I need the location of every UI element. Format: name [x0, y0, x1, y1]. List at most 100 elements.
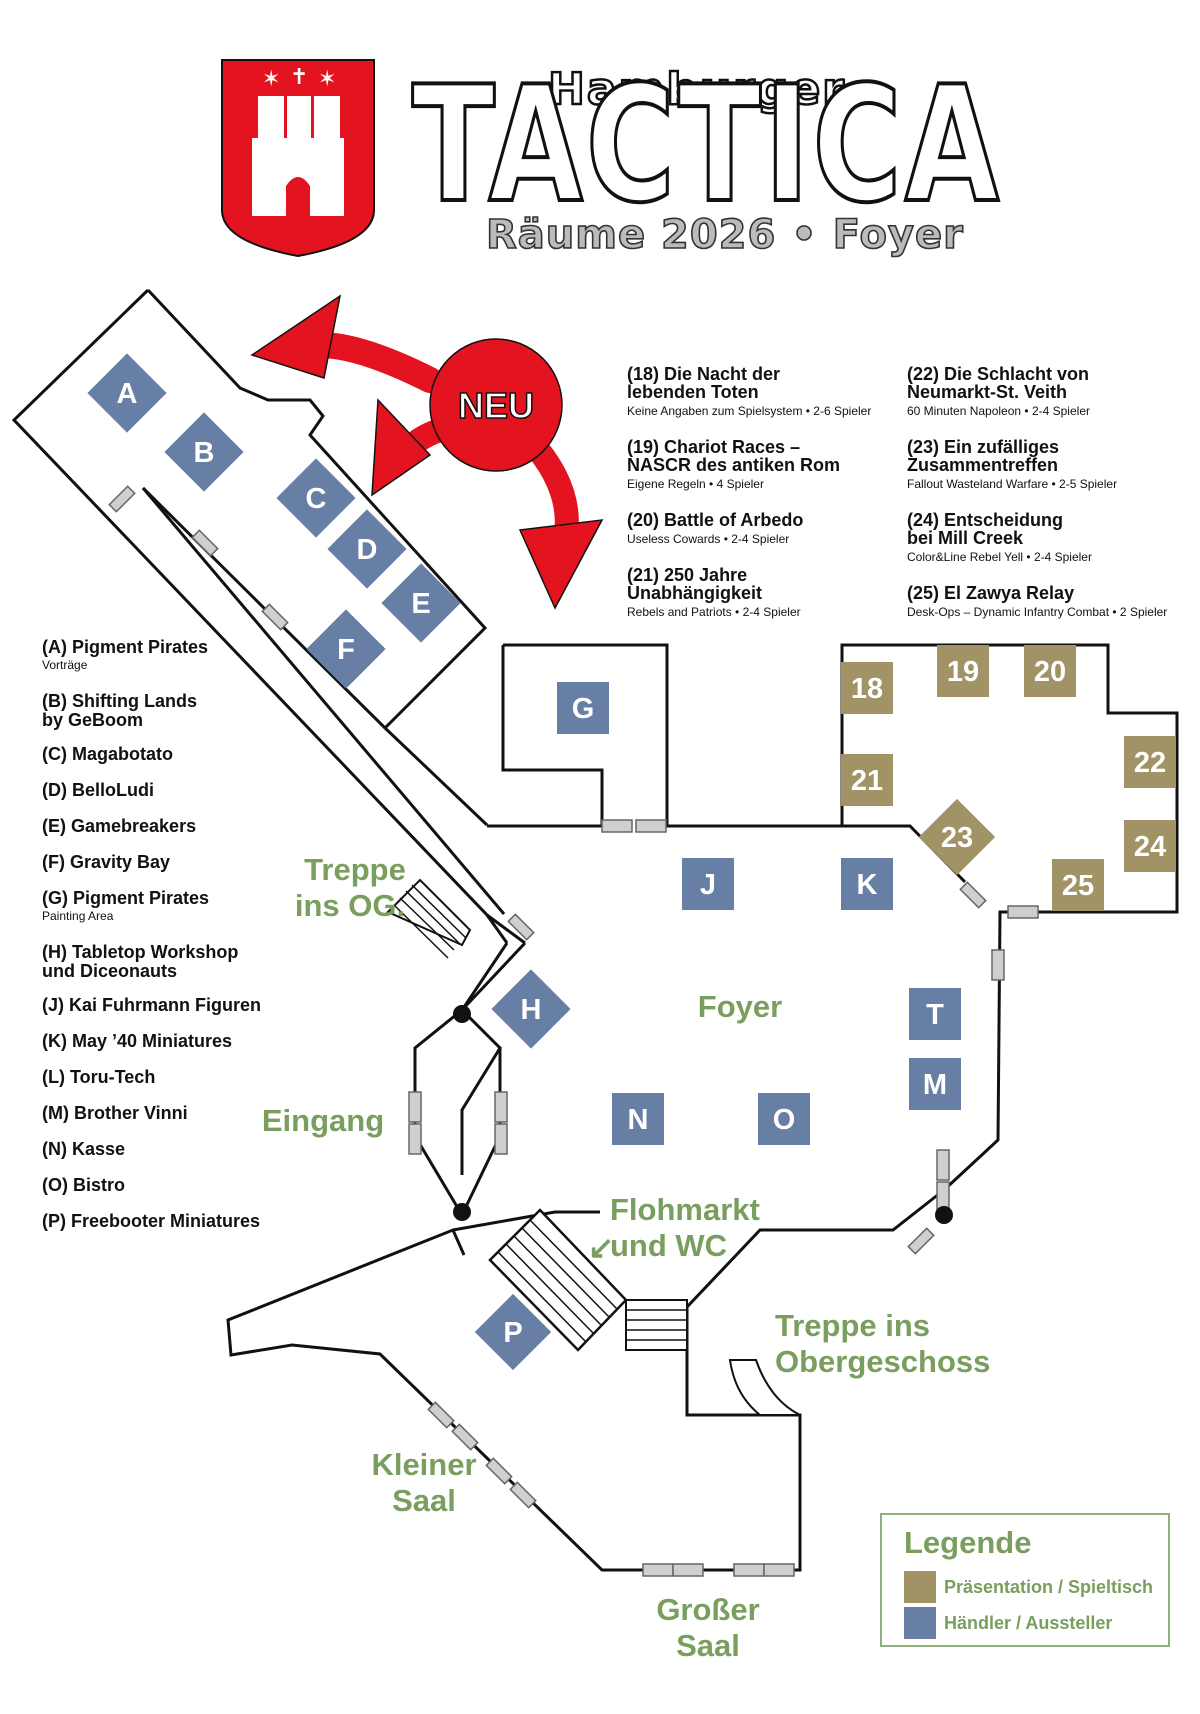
svg-text:A: A — [117, 378, 138, 410]
svg-text:D: D — [357, 534, 378, 566]
svg-text:B: B — [194, 437, 215, 469]
exhibitor-sub: Painting Area — [42, 909, 114, 923]
svg-text:✶: ✶ — [318, 67, 336, 92]
svg-text:E: E — [411, 588, 430, 620]
legend-title: Legende — [904, 1525, 1032, 1560]
dealer-tile-N: N — [612, 1093, 664, 1145]
exhibitor-label: (G) Pigment Pirates — [42, 888, 210, 908]
arrow-southwest-icon: ↙ — [588, 1230, 614, 1265]
svg-text:T: T — [926, 999, 944, 1031]
game-table-25: 25 — [1052, 859, 1104, 911]
exhibitor-item: (P) Freebooter Miniatures — [42, 1212, 322, 1238]
new-badge: NEU — [458, 385, 534, 426]
exhibitor-label: (B) Shifting Lands by GeBoom — [42, 691, 197, 730]
game-table-23: 23 — [918, 798, 996, 876]
exhibitor-label: (O) Bistro — [42, 1175, 125, 1195]
stairs-icon — [386, 878, 801, 1416]
exhibitor-label: (A) Pigment Pirates — [42, 637, 209, 657]
game-table-20: 20 — [1024, 645, 1076, 697]
svg-text:24: 24 — [1134, 831, 1166, 863]
exhibitor-label: (M) Brother Vinni — [42, 1103, 188, 1123]
exhibitor-item: (O) Bistro — [42, 1176, 322, 1202]
dealer-tile-D: D — [327, 509, 407, 589]
dealer-tile-M: M — [909, 1058, 961, 1110]
label-entrance: Eingang — [262, 1103, 384, 1138]
dealer-tile-H: H — [491, 969, 571, 1049]
hamburg-castle-crest-icon: ✶ ✶ ✝ — [221, 59, 375, 258]
exhibitor-item: (J) Kai Fuhrmann Figuren — [42, 996, 322, 1022]
svg-text:P: P — [503, 1317, 522, 1349]
game-table-22: 22 — [1124, 736, 1176, 788]
dealer-tile-K: K — [841, 858, 893, 910]
exhibitor-item: (L) Toru-Tech — [42, 1068, 322, 1094]
exhibitor-item: (B) Shifting Lands by GeBoom — [42, 692, 322, 735]
exhibitor-label: (E) Gamebreakers — [42, 816, 197, 836]
exhibitor-item: (C) Magabotato — [42, 745, 322, 771]
svg-text:22: 22 — [1134, 747, 1166, 779]
title-top: Hamburger — [548, 64, 846, 115]
game-entry-22: (22) Die Schlacht von Neumarkt-St. Veith… — [907, 364, 1090, 418]
exhibitor-label: (P) Freebooter Miniatures — [42, 1211, 261, 1231]
exhibitor-item: (F) Gravity Bay — [42, 853, 322, 879]
title-main: TACTICA — [412, 51, 1002, 238]
svg-text:21: 21 — [851, 765, 883, 797]
exhibitor-item: (K) May ’40 Miniatures — [42, 1032, 322, 1058]
legend-swatch-dealer — [904, 1607, 936, 1639]
exhibitor-label: (H) Tabletop Workshop und Diceonauts — [42, 942, 239, 981]
svg-text:✝: ✝ — [290, 65, 308, 90]
svg-text:M: M — [923, 1069, 947, 1101]
svg-text:✶: ✶ — [262, 67, 280, 92]
new-arrows-icon — [250, 294, 604, 610]
game-table-19: 19 — [937, 645, 989, 697]
legend-item-presentation: Präsentation / Spieltisch — [904, 1571, 1153, 1603]
dealer-tile-G: G — [557, 682, 609, 734]
legend-swatch-presentation — [904, 1571, 936, 1603]
exhibitor-label: (N) Kasse — [42, 1139, 126, 1159]
game-entry-19: (19) Chariot Races – NASCR des antiken R… — [627, 437, 841, 491]
svg-text:25: 25 — [1062, 870, 1094, 902]
game-table-24: 24 — [1124, 820, 1176, 872]
exhibitor-sub: Vorträge — [42, 658, 88, 672]
svg-text:G: G — [572, 693, 595, 725]
exhibitor-label: (D) BelloLudi — [42, 780, 154, 800]
dealer-tile-J: J — [682, 858, 734, 910]
exhibitor-label: (J) Kai Fuhrmann Figuren — [42, 995, 262, 1015]
svg-text:N: N — [628, 1104, 649, 1136]
exhibitor-item: (M) Brother Vinni — [42, 1104, 322, 1130]
label-foyer: Foyer — [698, 989, 782, 1024]
dealer-tile-B: B — [164, 412, 244, 492]
svg-text:23: 23 — [941, 822, 973, 854]
svg-text:F: F — [337, 634, 355, 666]
doors — [108, 485, 1039, 1577]
svg-text:C: C — [306, 483, 327, 515]
title-subtitle: Räume 2026 • Foyer — [486, 212, 964, 258]
game-table-21: 21 — [841, 754, 893, 806]
game-table-18: 18 — [841, 662, 893, 714]
dealer-tile-E: E — [381, 563, 461, 643]
dealer-tile-O: O — [758, 1093, 810, 1145]
exhibitor-label: (C) Magabotato — [42, 744, 173, 764]
legend: Legende Präsentation / Spieltisch Händle… — [880, 1513, 1170, 1647]
exhibitor-label: (L) Toru-Tech — [42, 1067, 156, 1087]
dealer-tile-T: T — [909, 988, 961, 1040]
svg-text:O: O — [773, 1104, 796, 1136]
legend-item-dealer: Händler / Aussteller — [904, 1607, 1112, 1639]
exhibitor-item: (D) BelloLudi — [42, 781, 322, 807]
dealer-tile-C: C — [276, 458, 356, 538]
svg-text:19: 19 — [947, 656, 979, 688]
exhibitor-label: (F) Gravity Bay — [42, 852, 171, 872]
